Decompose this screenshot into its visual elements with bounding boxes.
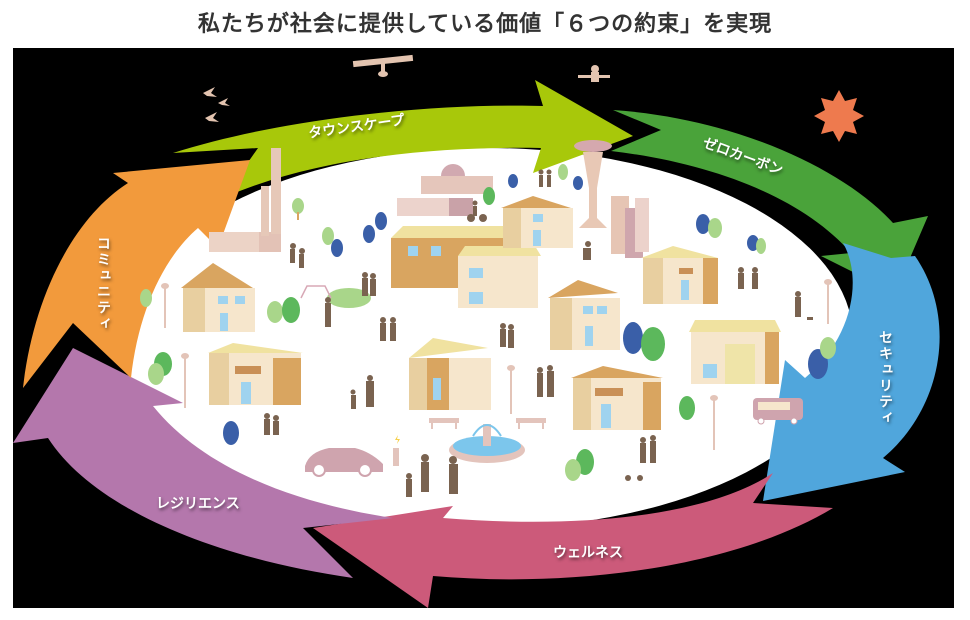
tree-icon	[558, 164, 568, 180]
resilience-label: レジリエンス	[156, 496, 240, 512]
bench-icon	[429, 418, 546, 429]
tree-icon	[292, 198, 304, 220]
tree-icon	[331, 239, 343, 257]
house-icon	[409, 338, 491, 410]
community-label: コミュニティ	[95, 236, 111, 332]
school-icon	[397, 164, 493, 216]
tree-icon	[148, 352, 172, 385]
cyclist-icon	[467, 200, 487, 222]
tree-icon	[696, 214, 722, 238]
tree-icon	[140, 289, 152, 307]
street-lamp-icon	[161, 279, 832, 450]
tree-icon	[267, 297, 300, 323]
house-icon	[689, 320, 781, 384]
house-icon	[501, 196, 573, 248]
tree-icon	[747, 235, 766, 254]
tree-icon	[679, 396, 695, 420]
tree-icon	[483, 187, 495, 205]
playground-swing-icon	[300, 285, 332, 299]
family-walking-icon	[406, 454, 458, 497]
house-icon	[208, 343, 303, 405]
house-icon	[548, 280, 620, 350]
wellness-label: ウェルネス	[553, 545, 623, 561]
house-icon	[641, 246, 718, 304]
birds-icon	[203, 87, 230, 122]
satellite-icon	[352, 54, 414, 77]
tree-icon	[375, 212, 387, 230]
family-icon	[380, 317, 396, 341]
security-arrow	[763, 243, 940, 501]
elderly-couple-icon	[362, 272, 376, 296]
tree-icon	[573, 176, 583, 190]
high-rise-buildings-icon	[611, 196, 649, 258]
parent-child-icon	[325, 297, 331, 327]
page-title: 私たちが社会に提供している価値「６つの約束」を実現	[197, 12, 773, 37]
fountain-icon	[449, 424, 525, 463]
dog-walker-icon	[795, 291, 813, 320]
tree-icon	[322, 227, 334, 245]
walking-couple-icon	[537, 365, 554, 397]
tree-icon	[565, 449, 594, 481]
community-hall-icon	[209, 232, 281, 252]
tower-icon	[574, 140, 612, 228]
tree-icon	[808, 337, 836, 379]
lightning-icon	[395, 435, 400, 444]
memorial-tower-icon	[261, 148, 281, 236]
community-arrow	[23, 160, 250, 388]
caregiver-icon	[583, 241, 591, 260]
mother-child-icon	[350, 375, 374, 409]
stroller-family-icon	[625, 435, 656, 481]
electric-car-icon	[305, 435, 400, 477]
wellness-arrow	[313, 473, 833, 608]
runners-icon	[290, 243, 305, 268]
house-icon	[181, 263, 255, 332]
townscape-arrow	[173, 80, 633, 198]
house-icon	[458, 246, 541, 308]
couple-icon	[538, 169, 552, 187]
six-promises-diagram: タウンスケープ ゼロカーボン セキュリティ ウェルネス レジリエンス コミュニテ…	[13, 48, 954, 608]
family-icon	[264, 413, 279, 435]
cycle-graphic	[13, 54, 940, 608]
shopping-couple-icon	[738, 267, 758, 289]
drone-icon	[578, 65, 610, 82]
tree-icon	[363, 225, 375, 243]
bus-icon	[753, 398, 803, 425]
couple-icon	[500, 323, 514, 348]
people-silhouettes	[264, 169, 813, 497]
sun-icon	[814, 90, 864, 142]
security-label: セキュリティ	[877, 330, 893, 426]
tree-icon	[223, 421, 239, 445]
house-icon	[571, 366, 663, 430]
tree-icon	[508, 174, 518, 188]
resilience-arrow	[13, 348, 393, 578]
town-area	[123, 148, 853, 528]
tree-icon	[623, 322, 665, 361]
park-lawn	[327, 288, 371, 308]
